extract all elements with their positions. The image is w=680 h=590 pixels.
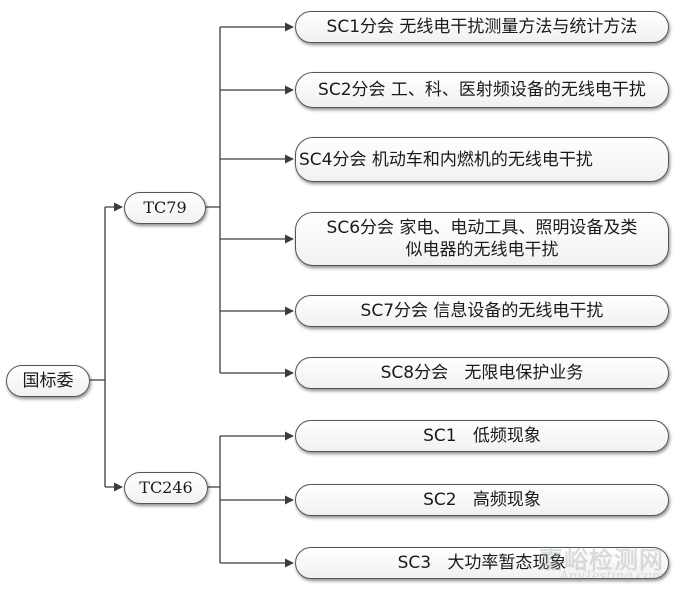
node-tc79-sc8: SC8分会 无限电保护业务 — [295, 357, 669, 389]
node-root: 国标委 — [6, 365, 90, 397]
node-tc79: TC79 — [124, 192, 206, 224]
node-tc246-sc2: SC2 高频现象 — [295, 484, 669, 516]
connector-root-trunk — [90, 207, 106, 487]
node-tc246: TC246 — [124, 472, 208, 504]
connector-tc79-trunk — [206, 27, 221, 373]
node-tc79-sc1: SC1分会 无线电干扰测量方法与统计方法 — [295, 11, 669, 43]
watermark-cn: 嘉峪检测网 — [539, 546, 664, 574]
watermark-en: AnyTesting.com — [559, 569, 664, 584]
node-tc79-sc4: SC4分会 机动车和内燃机的无线电干扰 — [295, 137, 669, 182]
connector-tc246-trunk — [208, 436, 221, 563]
node-tc79-sc6: SC6分会 家电、电动工具、照明设备及类 似电器的无线电干扰 — [295, 212, 669, 266]
node-tc246-sc1: SC1 低频现象 — [295, 420, 669, 452]
node-tc246-sc3: SC3 大功率暂态现象 — [295, 547, 669, 579]
watermark: 嘉峪检测网 AnyTesting.com — [539, 540, 664, 584]
node-tc79-sc2: SC2分会 工、科、医射频设备的无线电干扰 — [295, 72, 669, 108]
node-tc79-sc7: SC7分会 信息设备的无线电干扰 — [295, 295, 669, 327]
